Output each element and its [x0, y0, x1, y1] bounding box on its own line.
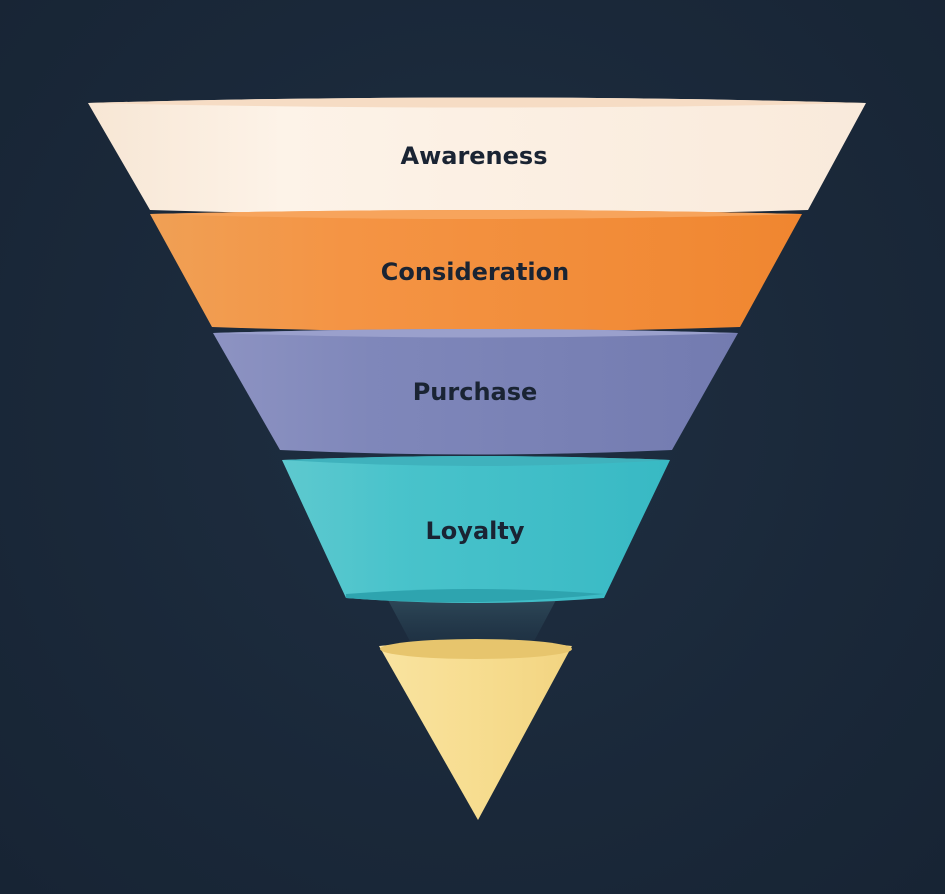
- funnel-tip: [379, 639, 572, 820]
- stage-loyalty: Loyalty: [282, 456, 670, 603]
- funnel-tip-cone: [379, 641, 572, 820]
- funnel-tip-rim: [380, 639, 572, 659]
- funnel-connector: [388, 600, 556, 645]
- stage-purchase-rim: [213, 329, 738, 338]
- stage-awareness: Awareness: [88, 97, 866, 215]
- stage-consideration-band: [150, 210, 802, 332]
- stage-purchase-label: Purchase: [413, 378, 538, 406]
- stage-consideration: Consideration: [150, 210, 802, 332]
- stage-purchase-band: [213, 329, 738, 455]
- stage-consideration-label: Consideration: [381, 258, 569, 286]
- stage-awareness-rim: [88, 97, 866, 108]
- stage-purchase: Purchase: [213, 329, 738, 455]
- stage-loyalty-band: [282, 456, 670, 603]
- stage-loyalty-label: Loyalty: [426, 517, 525, 545]
- stage-awareness-band: [88, 97, 866, 215]
- stage-loyalty-rim: [282, 456, 670, 466]
- stage-awareness-label: Awareness: [401, 142, 548, 170]
- stage-consideration-rim: [150, 210, 802, 219]
- stage-loyalty-bottom: [346, 589, 604, 603]
